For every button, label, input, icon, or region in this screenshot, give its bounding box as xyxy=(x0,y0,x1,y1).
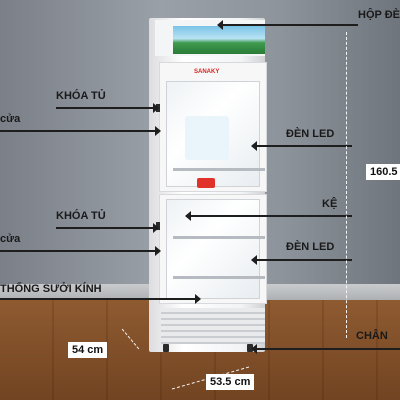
middle-shelf xyxy=(173,236,265,239)
lower-glass-panel xyxy=(166,199,265,299)
upper-lock-pointer xyxy=(56,103,159,113)
lower-door-pointer xyxy=(0,246,161,256)
light-box-pointer xyxy=(217,20,358,30)
upper-shelf xyxy=(173,168,265,171)
glass-heater-pointer xyxy=(0,294,201,304)
light-box xyxy=(155,20,265,56)
feet-label: CHÂN xyxy=(356,330,388,342)
energy-saving-sticker xyxy=(197,178,215,188)
shelf-pointer xyxy=(185,211,352,221)
upper-led-label: ĐÈN LED xyxy=(286,128,335,140)
glass-heater-label: THỐNG SƯỞI KÍNH xyxy=(0,283,102,295)
compressor-grille xyxy=(161,308,265,344)
lower-lock-label: KHÓA TỦ xyxy=(56,210,106,222)
upper-door-label: cửa xyxy=(0,113,21,125)
light-box-landscape-image xyxy=(173,26,265,54)
light-box-label: HỘP ĐÈ xyxy=(358,9,400,21)
upper-led-pointer xyxy=(251,141,352,151)
brand-logo: SANAKY xyxy=(194,69,220,75)
lower-lock-pointer xyxy=(56,223,159,233)
right-foot xyxy=(247,344,253,352)
upper-door: SANAKY xyxy=(159,62,267,192)
shelf-label: KỆ xyxy=(322,198,338,210)
lower-shelf xyxy=(173,276,265,279)
lower-door xyxy=(159,194,267,304)
upper-lock-label: KHÓA TỦ xyxy=(56,90,106,102)
lower-led-label: ĐÈN LED xyxy=(286,241,335,253)
lower-door-label: cửa xyxy=(0,233,21,245)
upper-door-pointer xyxy=(0,126,161,136)
depth-dimension-label: 54 cm xyxy=(68,342,108,358)
left-foot xyxy=(163,344,169,352)
width-dimension-label: 53.5 cm xyxy=(206,374,255,390)
lower-led-pointer xyxy=(251,255,352,265)
height-dimension-label: 160.5 xyxy=(366,164,400,180)
inverter-sticker xyxy=(185,116,229,160)
feet-pointer xyxy=(251,344,400,354)
upper-glass-panel xyxy=(166,81,265,188)
height-dimension-line xyxy=(346,32,347,338)
refrigerator: SANAKY xyxy=(149,18,267,352)
